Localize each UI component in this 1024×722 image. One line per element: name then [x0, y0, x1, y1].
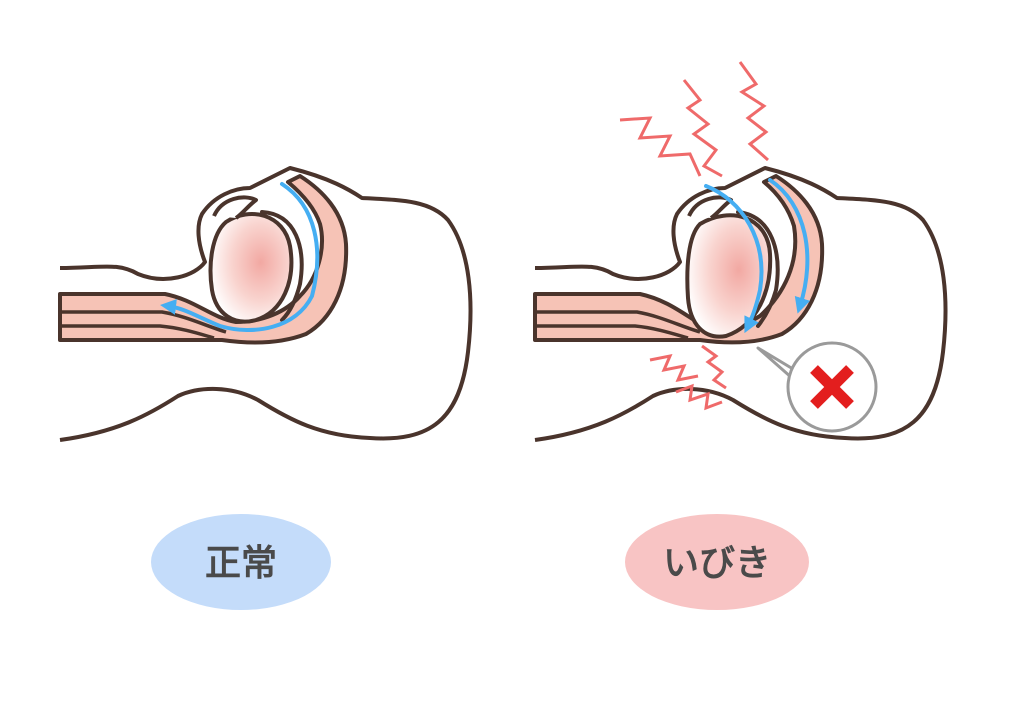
airflow-arrow-icon — [704, 184, 764, 334]
normal-label: 正常 — [205, 543, 277, 584]
snore-vibration-icon — [619, 61, 769, 178]
normal-panel: 正常 — [58, 166, 473, 610]
blocked-cross-icon — [810, 365, 854, 409]
tongue — [208, 212, 294, 324]
tongue — [685, 213, 773, 339]
airflow-arrow-icon — [768, 178, 811, 314]
snoring-panel: いびき — [533, 61, 948, 610]
snoring-label-badge — [625, 514, 809, 610]
snoring-label: いびき — [663, 543, 771, 584]
snore-vibration-icon — [649, 344, 727, 411]
normal-label-badge — [151, 514, 331, 610]
airflow-arrow-icon — [160, 182, 320, 333]
